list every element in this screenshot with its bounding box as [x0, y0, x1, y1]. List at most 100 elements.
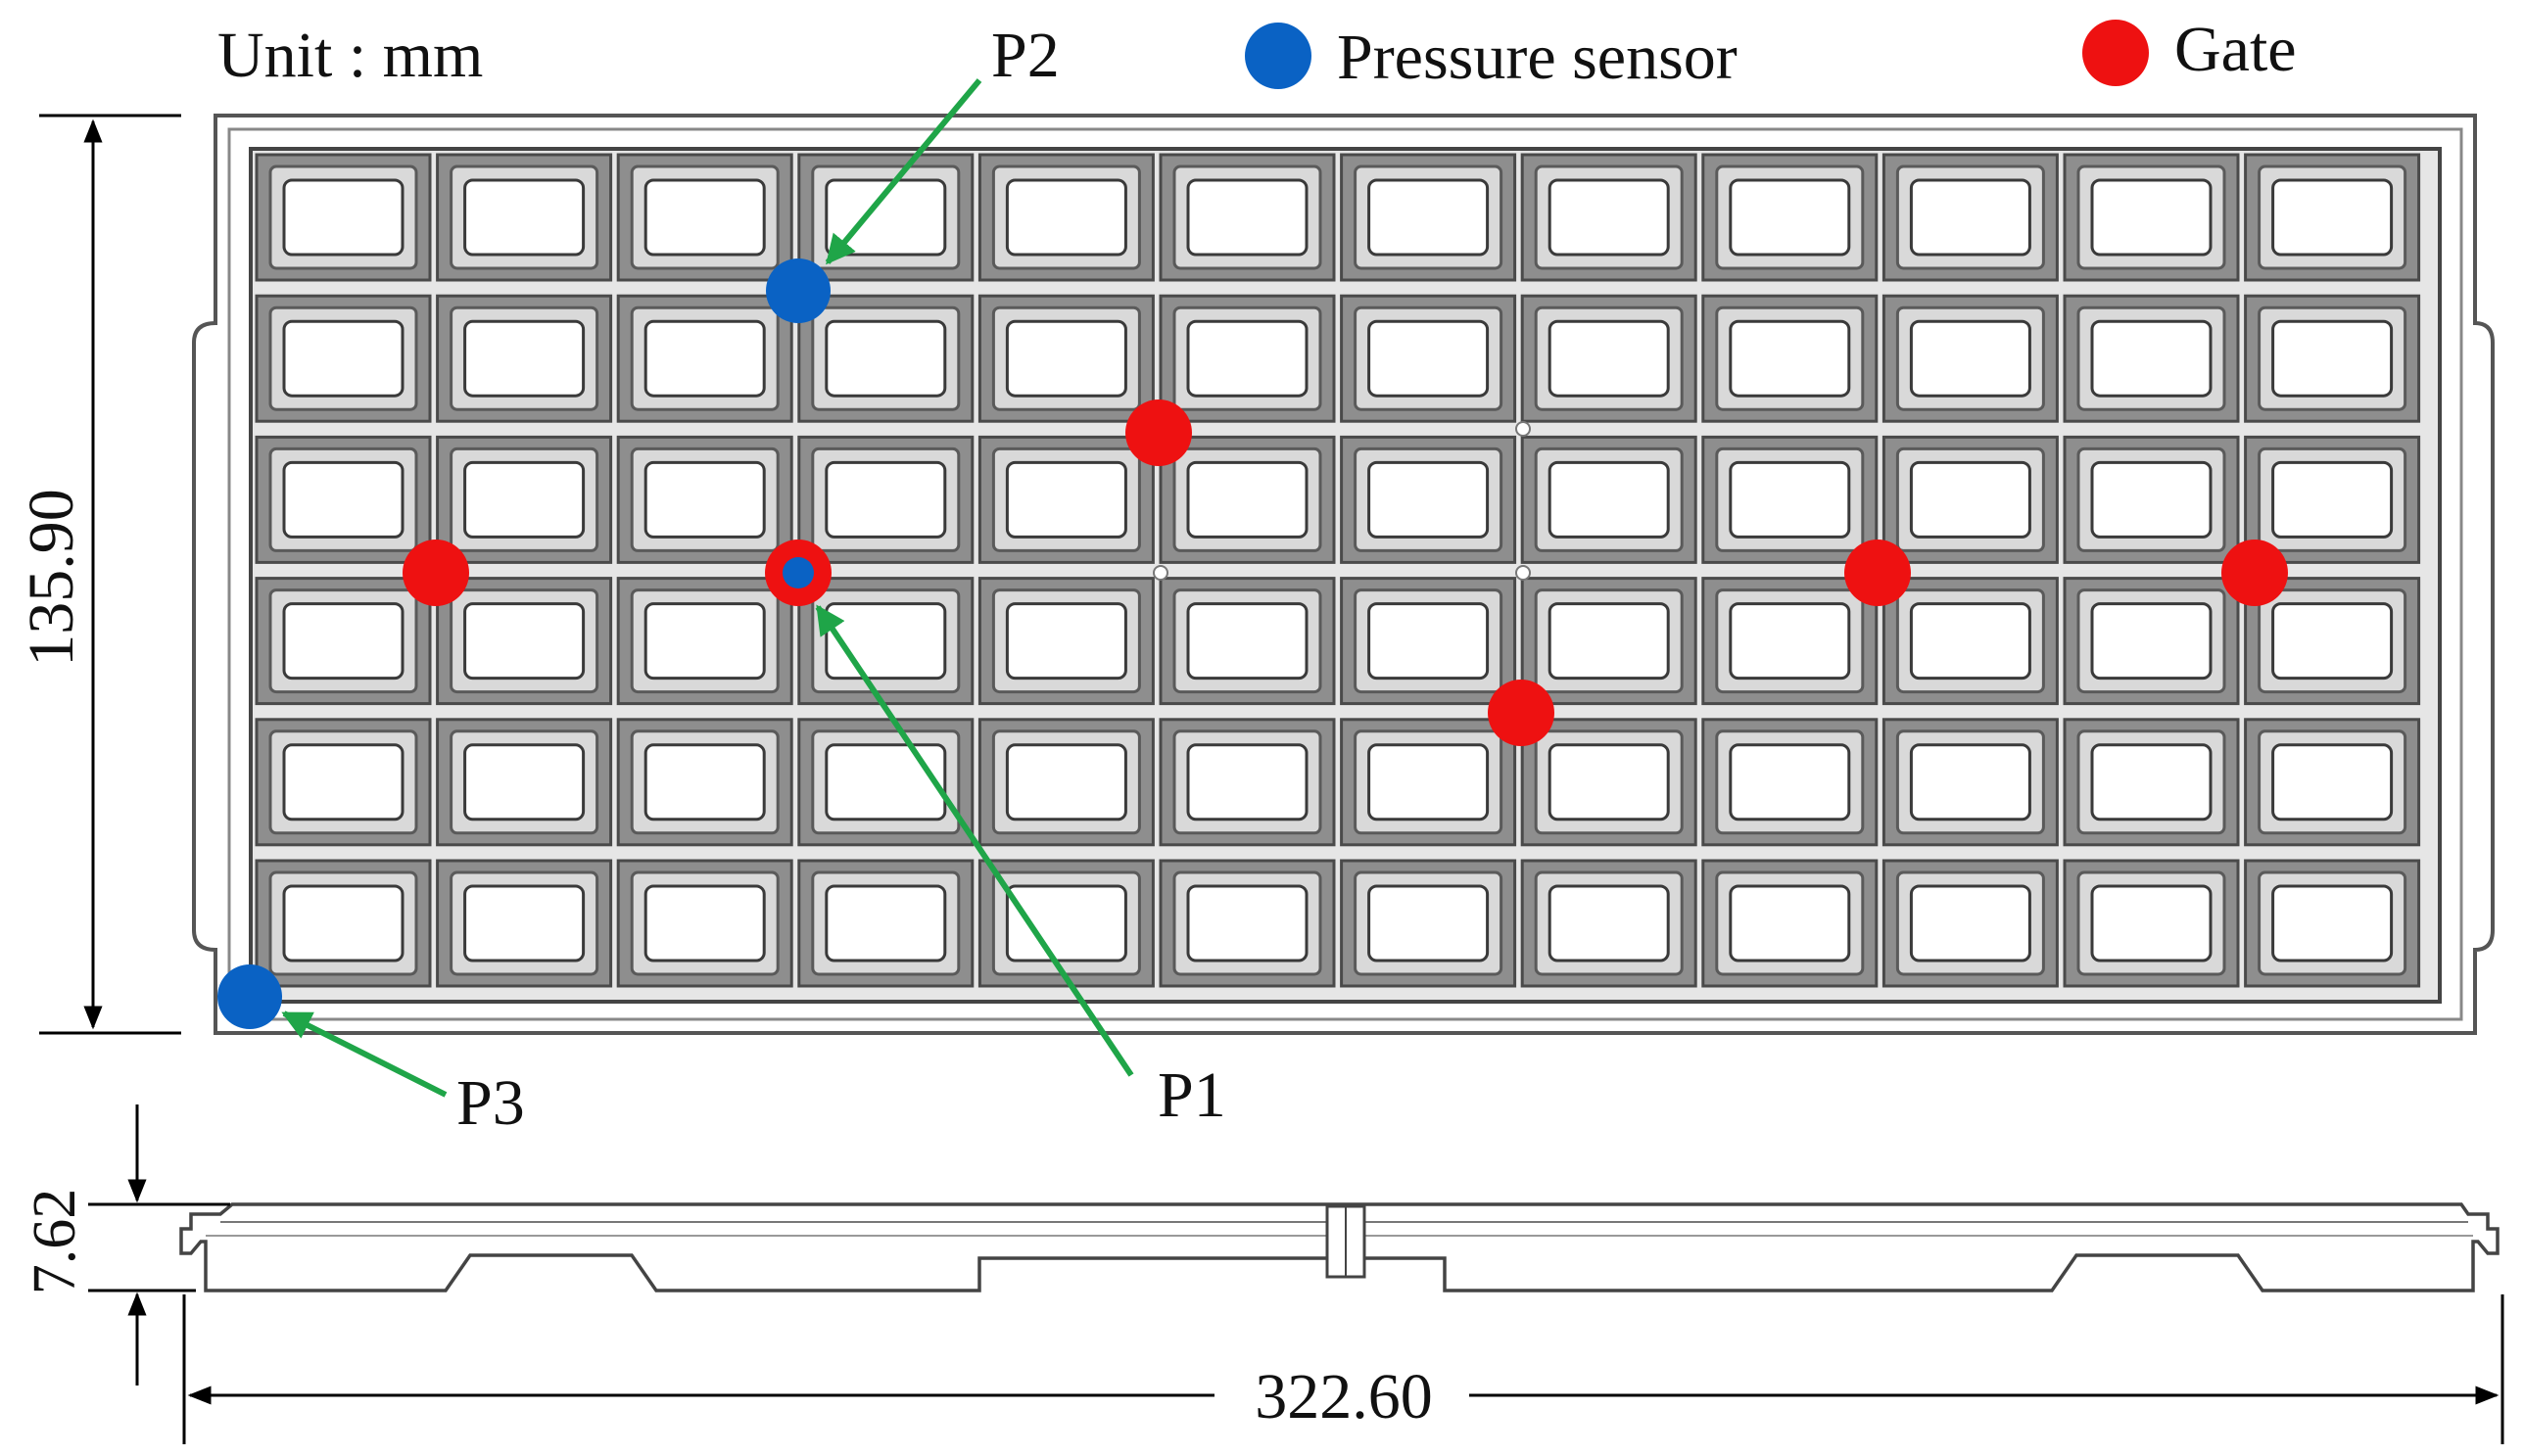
width-dimension-label: 322.60: [1255, 1361, 1433, 1433]
sensor-p3-marker: [217, 964, 282, 1029]
center-mark: [1515, 565, 1531, 581]
tray-cell: [2244, 294, 2421, 423]
gate-marker: [1844, 540, 1911, 606]
tray-cell: [1701, 294, 1879, 423]
cell-in-rect: [1005, 178, 1127, 257]
tray-cell: [2063, 294, 2240, 423]
cell-in-rect: [1909, 319, 2031, 398]
tray-cell: [255, 718, 432, 847]
tray-cell: [1159, 294, 1336, 423]
pressure-sensor-legend-icon: [1245, 23, 1311, 89]
cell-in-rect: [2090, 319, 2213, 398]
gate-marker: [403, 540, 469, 606]
center-mark: [1153, 565, 1168, 581]
cell-in-rect: [1548, 319, 1670, 398]
cell-in-rect: [1367, 178, 1490, 257]
cell-in-rect: [2271, 884, 2394, 963]
callout-p1: P1: [1158, 1059, 1226, 1131]
tray-cell: [1159, 153, 1336, 282]
cell-in-rect: [1367, 602, 1490, 681]
tray-cell: [2063, 718, 2240, 847]
tray-cell: [797, 859, 975, 988]
tray-cell: [977, 859, 1155, 988]
cell-in-rect: [282, 178, 405, 257]
cell-in-rect: [1367, 884, 1490, 963]
center-mark: [1515, 421, 1531, 437]
callout-p3: P3: [456, 1067, 525, 1139]
cell-in-rect: [2090, 884, 2213, 963]
gate-marker: [1488, 680, 1554, 746]
tray-cell: [1520, 718, 1697, 847]
cell-in-rect: [1548, 460, 1670, 539]
gate-legend-icon: [2082, 20, 2149, 86]
cell-in-rect: [1909, 460, 2031, 539]
tray-cell: [616, 718, 793, 847]
gate-legend-label: Gate: [2174, 14, 2297, 85]
cell-in-rect: [643, 743, 766, 822]
tray-cell: [977, 435, 1155, 564]
tray-cell: [1159, 859, 1336, 988]
tray-cell: [255, 294, 432, 423]
cell-in-rect: [1909, 602, 2031, 681]
sensor-p2-marker: [766, 258, 831, 323]
cell-in-rect: [282, 884, 405, 963]
tray-cell: [436, 577, 613, 706]
tray-cell: [436, 153, 613, 282]
cell-in-rect: [643, 319, 766, 398]
cell-in-rect: [1729, 743, 1851, 822]
tray-cell: [1159, 435, 1336, 564]
cell-in-rect: [1548, 178, 1670, 257]
tray-cell: [2063, 859, 2240, 988]
cell-in-rect: [282, 743, 405, 822]
cell-in-rect: [1909, 884, 2031, 963]
tray-cell: [1881, 435, 2059, 564]
tray-cell: [1340, 153, 1517, 282]
cell-in-rect: [825, 602, 947, 681]
tray-cell: [977, 153, 1155, 282]
tray-cell: [1340, 859, 1517, 988]
cell-in-rect: [1729, 460, 1851, 539]
tray-cell: [1340, 577, 1517, 706]
tray-cell: [616, 577, 793, 706]
cell-in-rect: [1367, 743, 1490, 822]
tray-cell: [2244, 718, 2421, 847]
tray-inner-rim: [227, 127, 2463, 1021]
cell-in-rect: [1005, 884, 1127, 963]
gate-marker: [1125, 399, 1192, 466]
tray-cell: [436, 435, 613, 564]
tray-cell: [255, 435, 432, 564]
cell-in-rect: [643, 460, 766, 539]
tray-cell: [2063, 577, 2240, 706]
tray-cell: [1881, 153, 2059, 282]
tray-cell: [797, 294, 975, 423]
thickness-dimension-label: 7.62: [22, 1189, 88, 1295]
tray-cell: [2244, 577, 2421, 706]
cell-in-rect: [1548, 743, 1670, 822]
cell-in-rect: [1186, 319, 1309, 398]
p2-arrow: [825, 78, 982, 265]
pressure-sensor-legend-label: Pressure sensor: [1337, 22, 1738, 93]
tray-cell: [616, 153, 793, 282]
cell-in-rect: [463, 884, 586, 963]
cell-in-rect: [643, 602, 766, 681]
callout-p2: P2: [991, 20, 1060, 91]
cell-in-rect: [463, 602, 586, 681]
cell-in-rect: [1909, 743, 2031, 822]
gate-marker: [2221, 540, 2288, 606]
sensor-p1-marker: [783, 557, 814, 588]
cell-in-rect: [282, 602, 405, 681]
tray-cell: [1701, 435, 1879, 564]
tray-cell: [1881, 294, 2059, 423]
tray-cell: [1701, 859, 1879, 988]
tray-cell: [436, 859, 613, 988]
tray-cell: [2244, 435, 2421, 564]
cell-in-rect: [1729, 319, 1851, 398]
tray-cell: [436, 718, 613, 847]
cell-in-rect: [2271, 460, 2394, 539]
cell-in-rect: [1729, 884, 1851, 963]
cell-in-rect: [2271, 319, 2394, 398]
tray-cell: [797, 577, 975, 706]
cell-in-rect: [1367, 319, 1490, 398]
cell-in-rect: [825, 178, 947, 257]
